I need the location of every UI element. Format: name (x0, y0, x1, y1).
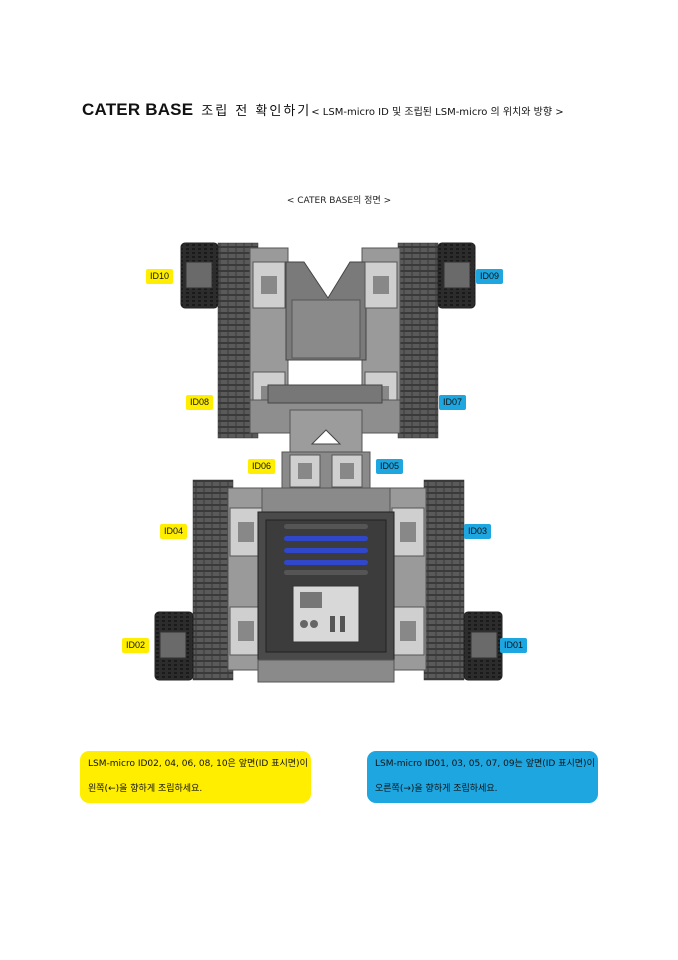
id-tag-04: ID04 (160, 524, 188, 539)
id-tag-09: ID09 (476, 269, 504, 284)
id-tag-10: ID10 (146, 269, 174, 284)
note-left-orientation: LSM-micro ID02, 04, 06, 08, 10은 앞면(ID 표시… (80, 751, 311, 803)
page-title: CATER BASE 조립 전 확인하기< LSM-micro ID 및 조립된 … (82, 100, 564, 120)
title-subtitle: < LSM-micro ID 및 조립된 LSM-micro 의 위치와 방향 … (311, 107, 564, 118)
note-left-line1: LSM-micro ID02, 04, 06, 08, 10은 앞면(ID 표시… (88, 759, 308, 769)
id-tag-07: ID07 (439, 395, 467, 410)
id-tag-02: ID02 (122, 638, 150, 653)
id-tag-03: ID03 (464, 524, 492, 539)
note-left-line2: 왼쪽(←)을 향하게 조립하세요. (88, 784, 203, 794)
middle-joint (281, 409, 371, 491)
figure-caption: < CATER BASE의 정면 > (286, 196, 392, 206)
id-tag-05: ID05 (376, 459, 404, 474)
id-tag-01: ID01 (500, 638, 528, 653)
lower-module (154, 479, 503, 683)
note-right-line2: 오른쪽(→)을 향하게 조립하세요. (375, 784, 498, 794)
id-tag-08: ID08 (186, 395, 214, 410)
note-right-orientation: LSM-micro ID01, 03, 05, 07, 09는 앞면(ID 표시… (367, 751, 598, 803)
note-right-line1: LSM-micro ID01, 03, 05, 07, 09는 앞면(ID 표시… (375, 759, 595, 769)
title-korean: 조립 전 확인하기 (201, 104, 312, 119)
title-main: CATER BASE (82, 100, 194, 119)
id-tag-06: ID06 (248, 459, 276, 474)
upper-module (180, 242, 476, 439)
